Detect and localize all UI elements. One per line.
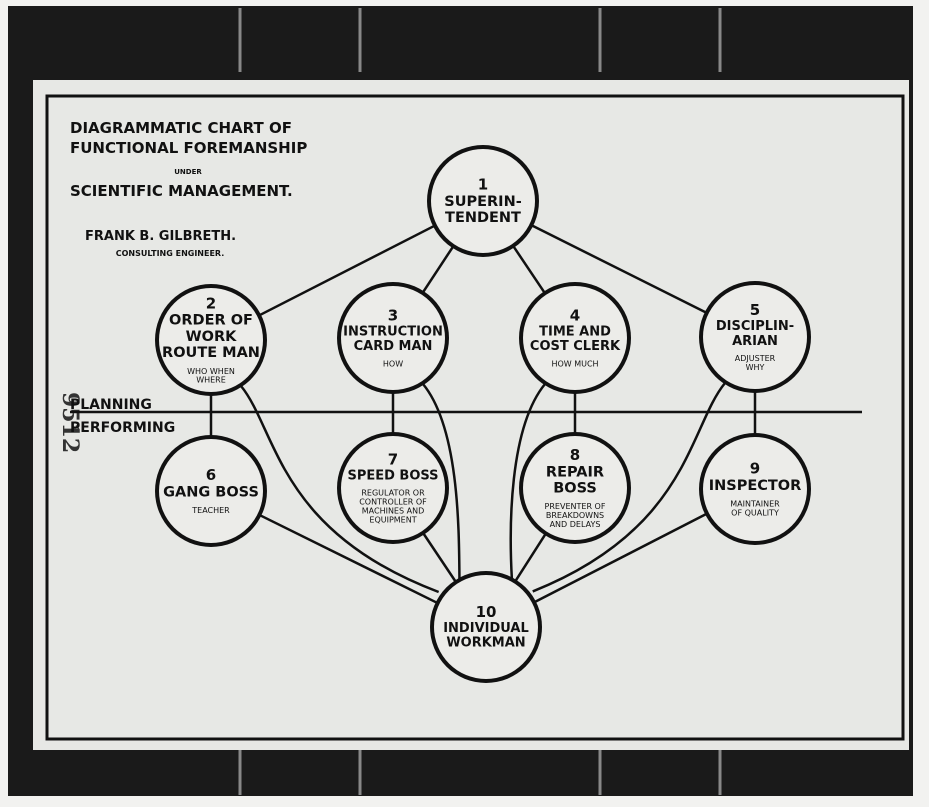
node-5-title-1: ARIAN	[732, 334, 778, 349]
node-8-sub-0: PREVENTER OF	[545, 502, 606, 511]
chart-frame	[45, 94, 905, 741]
node-7-sub-0: REGULATOR OR	[361, 489, 425, 498]
node-3-title-1: CARD MAN	[354, 339, 433, 354]
node-9-face	[703, 437, 807, 541]
node-7-face	[341, 436, 445, 540]
node-4-title-1: COST CLERK	[530, 339, 621, 354]
edge-6-10	[258, 513, 439, 605]
node-5-sub-0: ADJUSTER	[735, 354, 776, 363]
node-6-face	[159, 439, 263, 543]
node-8-face	[523, 436, 627, 540]
node-8-sub-1: BREAKDOWNS	[546, 511, 604, 520]
node-4-number: 4	[570, 307, 580, 325]
node-10-number: 10	[476, 603, 497, 621]
node-2-face	[159, 288, 263, 392]
node-10-title-0: INDIVIDUAL	[443, 621, 529, 636]
node-9-sub-0: MAINTAINER	[730, 500, 780, 509]
node-6-title-0: GANG BOSS	[163, 484, 259, 500]
edge-5-10	[532, 382, 726, 593]
edge-4-10	[509, 383, 546, 580]
node-8-title-0: REPAIR	[546, 464, 604, 480]
author-title: CONSULTING ENGINEER.	[116, 249, 225, 258]
side-mark: 9512	[57, 392, 83, 453]
author-name: FRANK B. GILBRETH.	[85, 229, 236, 244]
node-1-title-1: TENDENT	[445, 210, 521, 226]
node-1-face	[431, 149, 535, 253]
node-5-face	[703, 285, 807, 389]
node-8-sub-2: AND DELAYS	[550, 520, 601, 529]
film-ticks	[238, 8, 722, 795]
edge-1-5	[530, 224, 708, 314]
header-line-1: DIAGRAMMATIC CHART OF	[70, 119, 292, 137]
node-4-sub-0: HOW MUCH	[551, 359, 598, 368]
node-7-title-0: SPEED BOSS	[347, 469, 438, 484]
node-10-face	[434, 575, 538, 679]
header-line-2: FUNCTIONAL FOREMANSHIP	[70, 139, 307, 157]
node-2-title-2: ROUTE MAN	[162, 345, 260, 361]
node-5-number: 5	[750, 301, 760, 319]
edge-7-10	[421, 532, 458, 583]
connector-lines	[209, 224, 757, 605]
node-3-sub-0: HOW	[383, 359, 403, 368]
node-5-title-0: DISCIPLIN-	[716, 319, 794, 334]
node-7-sub-1: CONTROLLER OF	[359, 498, 427, 507]
node-9-title-0: INSPECTOR	[709, 478, 802, 494]
node-4-title-0: TIME AND	[539, 325, 611, 340]
node-6-number: 6	[206, 466, 216, 484]
node-2-number: 2	[206, 294, 216, 312]
node-1-number: 1	[478, 175, 488, 193]
node-7-sub-2: MACHINES AND	[362, 507, 424, 516]
node-3-title-0: INSTRUCTION	[343, 325, 443, 340]
node-2-sub-0: WHO WHEN	[187, 367, 235, 376]
edge-3-10	[422, 383, 461, 580]
node-3-face	[341, 286, 445, 390]
node-1-title-0: SUPERIN-	[444, 194, 521, 210]
node-9-sub-1: OF QUALITY	[731, 508, 779, 517]
node-5-sub-1: WHY	[746, 363, 765, 372]
edge-2-10	[240, 385, 440, 594]
edge-1-3	[421, 245, 455, 294]
node-7-sub-3: EQUIPMENT	[369, 516, 416, 525]
edge-1-2	[258, 224, 436, 317]
node-7-number: 7	[388, 450, 398, 468]
edge-9-10	[533, 512, 708, 604]
header-line-3: UNDER	[174, 168, 202, 176]
edge-8-10	[514, 532, 547, 583]
node-2-title-0: ORDER OF	[169, 313, 253, 329]
chart-header: DIAGRAMMATIC CHART OF FUNCTIONAL FOREMAN…	[70, 119, 307, 258]
node-3-number: 3	[388, 307, 398, 325]
node-2-title-1: WORK	[186, 329, 237, 345]
planning-label: PLANNING	[70, 397, 152, 413]
header-line-4: SCIENTIFIC MANAGEMENT.	[70, 182, 293, 200]
performing-label: PERFORMING	[70, 420, 175, 436]
node-8-number: 8	[570, 446, 580, 464]
edge-1-4	[512, 245, 546, 294]
node-8-title-1: BOSS	[553, 481, 597, 497]
node-10-title-1: WORKMAN	[446, 636, 525, 651]
node-9-number: 9	[750, 460, 760, 478]
node-2-sub-1: WHERE	[196, 376, 226, 385]
node-6-sub-0: TEACHER	[191, 506, 230, 515]
node-4-face	[523, 286, 627, 390]
